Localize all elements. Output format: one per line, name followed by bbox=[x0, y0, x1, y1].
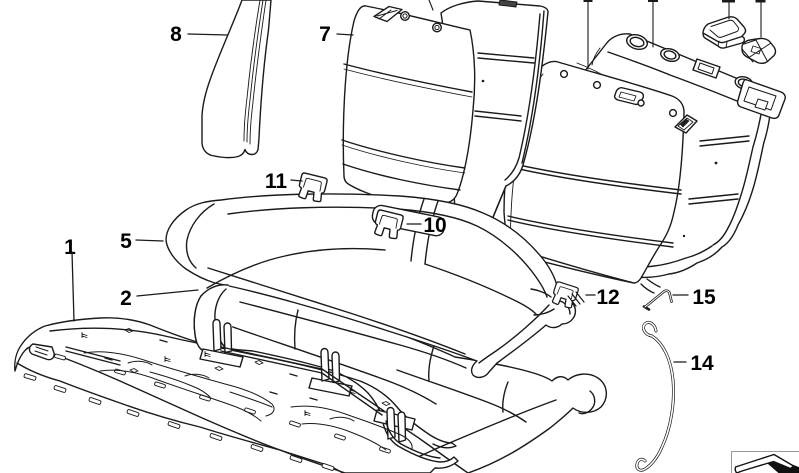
svg-text:12: 12 bbox=[596, 286, 619, 309]
svg-text:14: 14 bbox=[690, 352, 714, 375]
svg-text:15: 15 bbox=[692, 286, 716, 309]
svg-text:5: 5 bbox=[120, 230, 132, 253]
svg-text:11: 11 bbox=[265, 170, 288, 193]
svg-text:10: 10 bbox=[423, 214, 446, 237]
svg-text:1: 1 bbox=[64, 236, 76, 259]
svg-text:8: 8 bbox=[170, 23, 182, 46]
svg-text:2: 2 bbox=[120, 287, 132, 310]
svg-text:7: 7 bbox=[319, 23, 331, 46]
